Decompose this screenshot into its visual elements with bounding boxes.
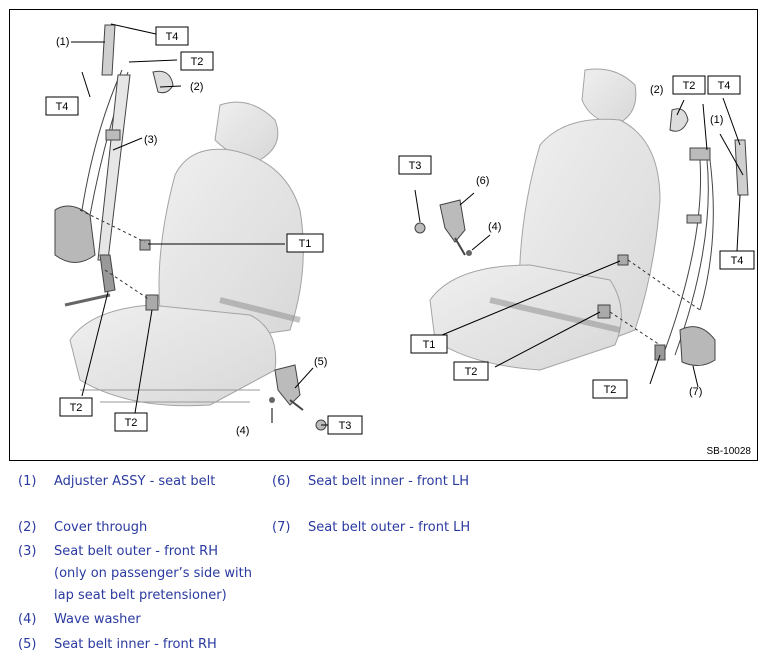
legend-text: Seat belt outer - front LH [308,520,471,535]
callout-t4-right-top: T4 [718,80,731,92]
legend-number: (6) [272,474,291,489]
callout-t2-top: T2 [191,56,204,68]
callout-t4-top: T4 [166,31,179,43]
legend-text: Seat belt inner - front LH [308,474,470,489]
legend-number: (1) [18,474,37,489]
callout-t2-left-b: T2 [125,417,138,429]
callout-t1-right: T1 [423,339,436,351]
legend-text: Adjuster ASSY - seat belt [54,474,216,489]
left-cushion [69,304,277,407]
label-1-left: (1) [56,36,69,48]
diagram-drawing: T4 T4 T2 T1 T2 T2 T3 T3 T2 T4 T4 T1 T2 T… [45,23,755,437]
callout-t3-left: T3 [339,420,352,432]
left-seatback [158,148,304,341]
seat-belt-diagram: T4 T4 T2 T1 T2 T2 T3 T3 T2 T4 T4 T1 T2 T… [9,9,758,461]
label-4-left: (4) [236,425,249,437]
legend-number: (4) [18,612,37,627]
right-retractor [679,326,716,366]
legend-number: (7) [272,520,291,535]
legend-number: (5) [18,637,37,652]
label-2-left: (2) [190,81,203,93]
legend-text: Seat belt outer - front RH [54,544,218,559]
callout-t2-right-bottom: T2 [604,384,617,396]
legend-text: lap seat belt pretensioner) [54,588,227,603]
legend-text: Seat belt inner - front RH [54,637,217,652]
right-seat-belt [597,139,749,366]
right-headrest [581,68,637,126]
parts-legend: (1) Adjuster ASSY - seat belt (6) Seat b… [0,470,768,662]
legend-number: (2) [18,520,37,535]
callout-t2-left-a: T2 [70,402,83,414]
label-3-left: (3) [144,134,157,146]
legend-text: Wave washer [54,612,141,627]
callout-t2-right-top: T2 [683,80,696,92]
right-adjuster [734,139,749,196]
label-4-right: (4) [488,221,501,233]
left-retractor [54,205,96,263]
left-adjuster [101,24,116,76]
label-1-right: (1) [710,114,723,126]
label-7-right: (7) [689,386,702,398]
right-seat [429,68,661,371]
right-cushion [429,264,622,371]
callout-t4-left: T4 [56,101,69,113]
callout-t3-right: T3 [409,160,422,172]
label-2-right: (2) [650,84,663,96]
callout-t4-right-bottom: T4 [731,255,744,267]
left-seat [69,101,304,407]
callout-t1-left: T1 [299,238,312,250]
label-5-left: (5) [314,356,327,368]
legend-text: (only on passenger’s side with [54,566,253,581]
figure-id: SB-10028 [706,446,751,457]
legend-number: (3) [18,544,37,559]
label-6-right: (6) [476,175,489,187]
legend-text: Cover through [54,520,148,535]
callout-t2-right-mid: T2 [465,366,478,378]
left-seat-belt [54,24,159,311]
